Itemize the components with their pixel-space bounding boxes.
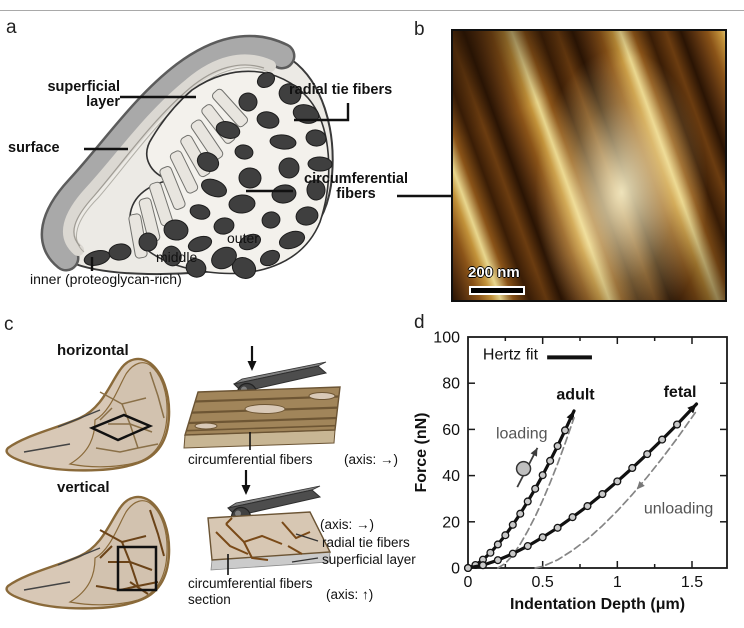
adult_loading_hertz_fit-marker xyxy=(501,531,510,540)
panel-letter-c: c xyxy=(4,314,14,335)
adult_loading_hertz_fit-end-arrow-icon xyxy=(566,410,575,421)
row1-title: horizontal xyxy=(57,342,129,359)
fetal_loading_hertz_fit-end-arrow-icon xyxy=(687,403,697,414)
label-radial-tie-fibers: radial tie fibers xyxy=(289,82,393,98)
y-tick-label: 0 xyxy=(451,561,460,578)
fetal_unloading-curve xyxy=(534,410,698,569)
fetal_loading_hertz_fit-curve xyxy=(466,402,699,570)
adult_loading_hertz_fit-marker xyxy=(546,456,555,465)
annotation-unloading: unloading xyxy=(644,501,713,518)
adult_loading_hertz_fit-marker xyxy=(561,426,570,435)
adult_unloading-curve xyxy=(497,416,575,569)
row2-axis-top-label: (axis: →) xyxy=(320,517,374,532)
label-middle: middle xyxy=(156,249,198,265)
annotation-adult: adult xyxy=(556,386,595,403)
fetal_loading_hertz_fit-marker xyxy=(493,556,502,565)
scale-bar-label: 200 nm xyxy=(468,264,520,281)
row2-title: vertical xyxy=(57,479,110,496)
wedge2-veins xyxy=(95,509,165,595)
panel-letter-d: d xyxy=(414,312,425,333)
label-leader-lines xyxy=(84,95,452,271)
annotation-fetal: fetal xyxy=(664,384,697,401)
top-divider xyxy=(0,10,744,11)
circumferential-bundles xyxy=(83,71,333,279)
y-tick-label: 80 xyxy=(442,376,460,393)
y-tick-label: 40 xyxy=(442,468,460,485)
adult_loading_hertz_fit-marker xyxy=(493,540,502,549)
fetal_loading_hertz_fit-marker xyxy=(598,490,607,499)
superficial-band xyxy=(63,54,276,256)
y-tick-label: 60 xyxy=(442,422,460,439)
y-axis-title: Force (nN) xyxy=(413,413,430,493)
label-outer: outer xyxy=(227,230,259,246)
tissue-wedge xyxy=(40,34,334,279)
fetal_loading_hertz_fit-marker xyxy=(568,513,577,522)
probe-ball-icon xyxy=(515,460,532,477)
fetal_loading_hertz_fit-marker xyxy=(658,435,667,444)
label-superficial-layer: superficial layer xyxy=(47,79,120,110)
row2-radial-label: radial tie fibers xyxy=(322,535,410,550)
fetal_loading_hertz_fit-marker xyxy=(538,533,547,542)
vertical-section-marker xyxy=(116,545,158,592)
annotation-loading: loading xyxy=(496,426,548,443)
afm-topography-image: 200 nm xyxy=(451,29,727,302)
row1-slab-label: circumferential fibers xyxy=(188,452,313,467)
x-axis-title: Indentation Depth (μm) xyxy=(510,596,685,613)
radial-columns xyxy=(128,88,249,259)
fetal_loading_hertz_fit-marker xyxy=(628,463,637,473)
label-circumferential-fibers: circumferential fibers xyxy=(304,171,408,202)
legend-label: Hertz fit xyxy=(483,346,539,363)
meniscus-cross-section-illustration xyxy=(40,34,452,279)
plot-frame xyxy=(467,336,728,569)
indentation-schematics xyxy=(5,344,341,610)
panel-letter-a: a xyxy=(6,17,17,38)
leader-radial-tie-fibers xyxy=(294,103,350,122)
x-tick-label: 0 xyxy=(464,574,473,591)
row2-slab-label: circumferential fibers section xyxy=(188,576,313,607)
scale-bar xyxy=(469,286,525,295)
fetal_loading_hertz_fit-marker xyxy=(583,502,592,511)
adult_loading_hertz_fit-marker xyxy=(486,548,495,557)
fetal_loading_hertz_fit-marker xyxy=(613,477,622,486)
x-tick-label: 1 xyxy=(613,574,622,591)
adult_loading_hertz_fit-marker xyxy=(508,520,517,529)
fetal_loading_hertz_fit-marker xyxy=(463,563,473,573)
x-tick-label: 0.5 xyxy=(532,574,554,591)
adult_loading_hertz_fit-marker xyxy=(516,509,525,518)
fetal_loading_hertz_fit-marker xyxy=(478,561,487,570)
y-tick-label: 20 xyxy=(442,514,460,531)
fetal_loading_hertz_fit-marker xyxy=(523,542,532,551)
label-inner: inner (proteoglycan-rich) xyxy=(30,271,182,287)
adult_loading_hertz_fit-marker xyxy=(523,497,532,506)
fetal_loading_hertz_fit-marker xyxy=(553,523,562,532)
fetal_loading_hertz_fit-marker xyxy=(508,549,517,558)
horizontal-section-marker xyxy=(88,413,154,442)
panel-letter-b: b xyxy=(414,19,425,40)
fetal_loading_hertz_fit-marker xyxy=(643,450,652,459)
adult_loading_hertz_fit-marker xyxy=(531,484,540,493)
label-surface: surface xyxy=(8,140,60,156)
vertical-section-slab xyxy=(207,511,332,575)
loading-arrow-head-icon xyxy=(530,447,538,457)
surface-band xyxy=(43,37,293,269)
adult_loading_hertz_fit-marker xyxy=(553,441,562,451)
adult_loading_hertz_fit-marker xyxy=(538,471,547,480)
row2-superficial-label: superficial layer xyxy=(322,552,416,567)
fetal_loading_hertz_fit-marker xyxy=(673,420,682,429)
y-tick-label: 100 xyxy=(433,330,460,347)
row1-axis-label: (axis: →) xyxy=(344,452,398,467)
wedge1-veins xyxy=(95,371,165,453)
horizontal-section-slab xyxy=(183,386,341,450)
row2-axis-up-label: (axis: ↑) xyxy=(326,587,374,602)
x-tick-label: 1.5 xyxy=(681,574,703,591)
fetal_unloading-direction-arrow-icon xyxy=(636,481,645,490)
